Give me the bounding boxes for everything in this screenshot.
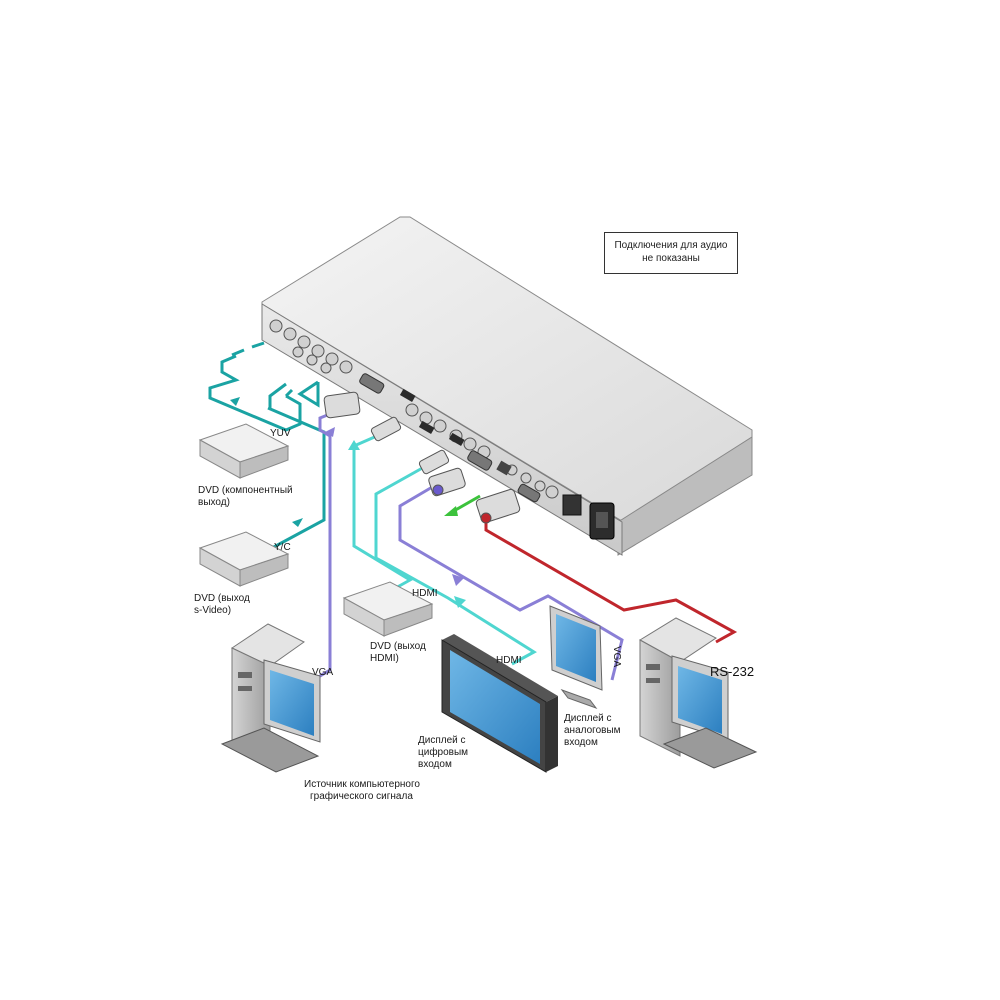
vga-display-cable — [398, 484, 624, 681]
dvd-component-device — [198, 423, 290, 479]
vga-display-arrow — [452, 574, 464, 586]
component-cable-arrows — [230, 397, 303, 527]
label-vga-display: VGA — [611, 646, 622, 667]
hdmi-display-cable — [374, 464, 537, 666]
label-yuv: YUV — [270, 428, 291, 439]
label-analog-display-3: входом — [564, 737, 598, 748]
label-digital-display-1: Дисплей с — [418, 735, 466, 746]
label-digital-display-3: входом — [418, 759, 452, 770]
analog-display-device — [549, 605, 603, 710]
label-digital-display-2: цифровым — [418, 746, 468, 758]
label-rs232: RS-232 — [710, 664, 754, 679]
hdmi-ports — [399, 388, 465, 446]
cable-plugs — [323, 391, 521, 524]
dvd-svideo-device — [198, 531, 290, 587]
label-dvd-hdmi-1: DVD (выход — [370, 641, 426, 652]
audio-note-line1: Подключения для аудио — [614, 240, 728, 251]
hdmi-display-arrow — [454, 596, 466, 608]
audio-note-line2: не показаны — [642, 253, 700, 264]
rs232-cable — [484, 520, 738, 644]
label-dvd-hdmi-2: HDMI) — [370, 653, 399, 664]
label-hdmi-display: HDMI — [496, 655, 522, 666]
switcher-unit — [261, 216, 753, 556]
hdmi-source-arrow — [348, 440, 360, 450]
label-computer-source-1: Источник компьютерного — [304, 779, 420, 790]
control-pc-device — [639, 617, 758, 769]
label-dvd-svideo-2: s-Video) — [194, 605, 231, 616]
label-vga-source: VGA — [312, 667, 333, 678]
label-yc: Y/C — [274, 542, 291, 553]
digital-display-device — [441, 634, 558, 773]
vga-source-arrow — [325, 427, 335, 437]
label-analog-display-1: Дисплей с — [564, 713, 612, 724]
dvd-hdmi-device — [342, 581, 434, 637]
power-switch — [562, 494, 582, 516]
computer-source-device — [220, 623, 321, 773]
hdmi-source-cable — [352, 430, 413, 592]
label-dvd-svideo-1: DVD (выход — [194, 593, 250, 604]
label-computer-source-2: графического сигнала — [310, 790, 413, 802]
component-cables — [208, 341, 326, 550]
ethernet-port — [496, 460, 512, 476]
output-arrow — [444, 494, 481, 516]
audio-note-box: Подключения для аудио не показаны — [604, 232, 738, 274]
vga-source-cable — [299, 408, 341, 690]
label-dvd-component-1: DVD (компонентный — [198, 485, 293, 496]
vga-ports — [359, 373, 541, 503]
label-dvd-component-2: выход) — [198, 497, 230, 508]
label-analog-display-2: аналоговым — [564, 725, 621, 736]
label-hdmi-source: HDMI — [412, 588, 438, 599]
